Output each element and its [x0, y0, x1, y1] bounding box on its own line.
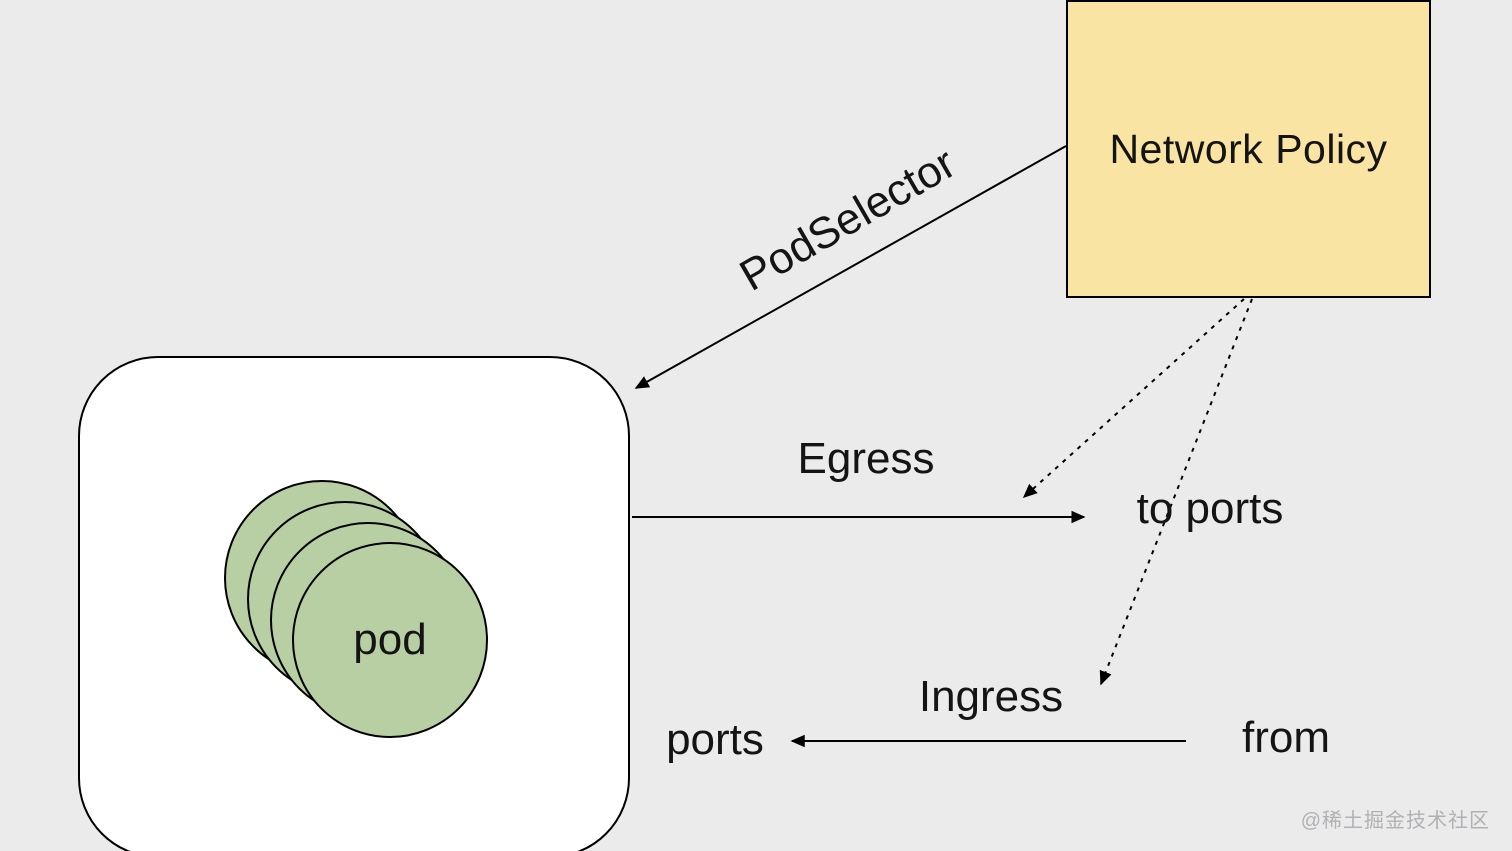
watermark: @稀土掘金技术社区	[1300, 810, 1490, 832]
edge-label-egress: Egress	[797, 434, 935, 483]
edge-np-to-ports-dashed-line	[1022, 298, 1245, 499]
network-policy-label: Network Policy	[1109, 125, 1388, 172]
pod-label: pod	[353, 615, 427, 664]
label-ports: ports	[666, 715, 764, 764]
edge-label-ingress: Ingress	[918, 672, 1064, 721]
edge-pod-selector-line	[634, 145, 1067, 389]
pod-group-node: pod	[78, 356, 630, 851]
label-to-ports: to ports	[1136, 484, 1284, 533]
edge-label-pod-selector: PodSelector	[731, 138, 964, 301]
label-from: from	[1242, 713, 1330, 762]
pod-node: pod	[292, 542, 488, 738]
network-policy-node: Network Policy	[1066, 0, 1431, 298]
